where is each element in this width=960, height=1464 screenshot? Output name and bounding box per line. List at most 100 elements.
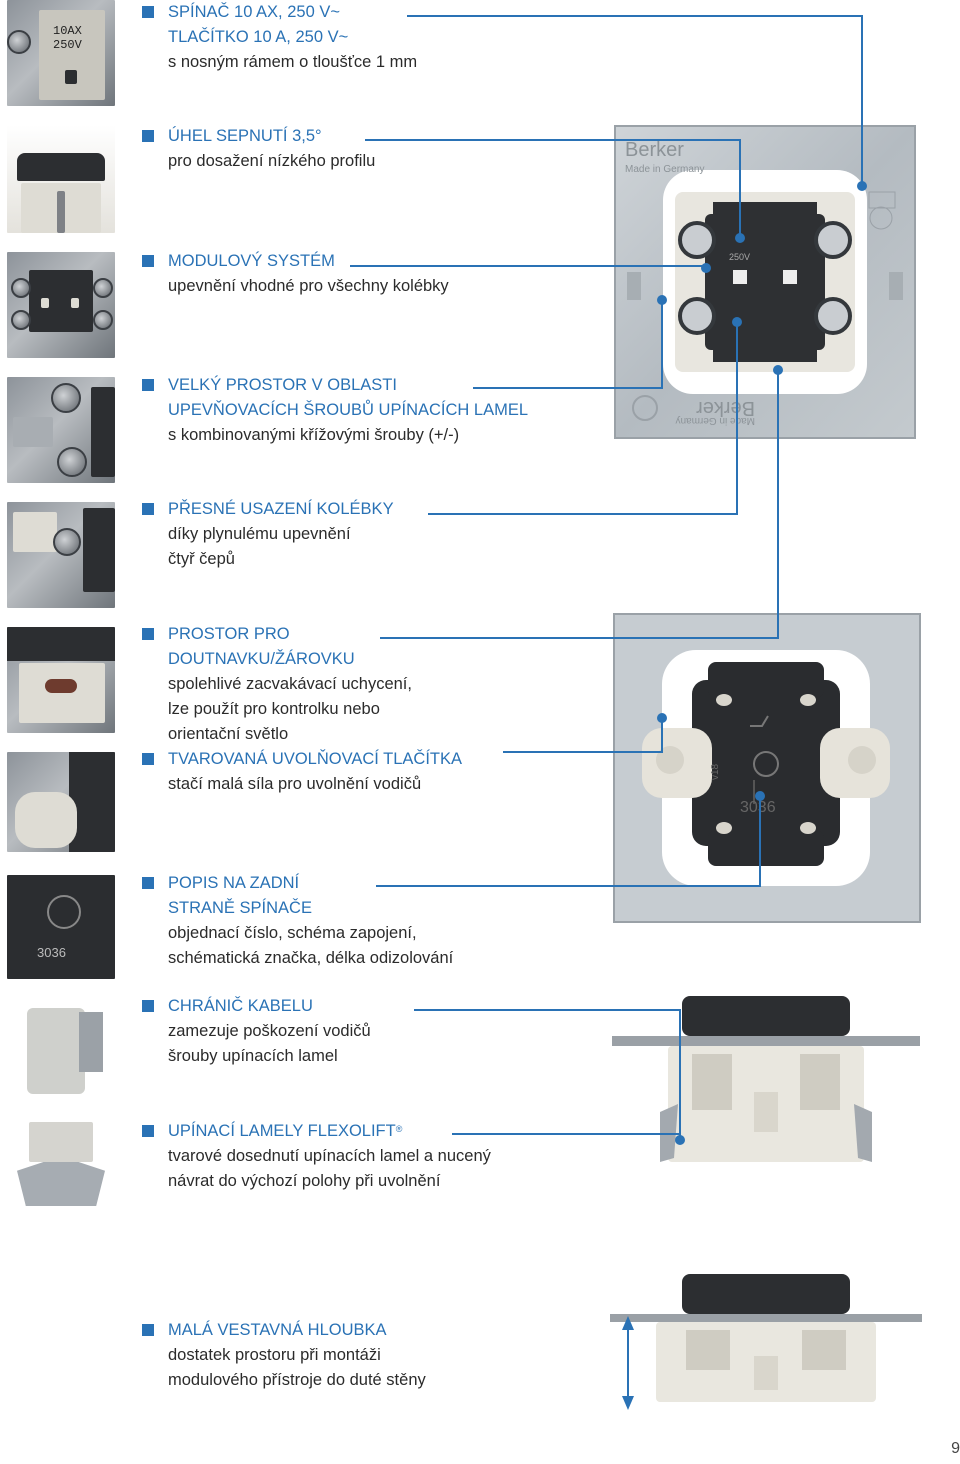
switch-code-text: 3036 (740, 799, 776, 816)
bullet-icon (142, 877, 154, 889)
feature-desc: s kombinovanými křížovými šrouby (+/-) (168, 426, 460, 444)
thumbnail-back-label: 3036 (7, 875, 115, 979)
callout-dot (675, 1135, 685, 1145)
feature-desc: lze použít pro kontrolku nebo (168, 700, 380, 718)
feature-modular-system: MODULOVÝ SYSTÉM upevnění vhodné pro všec… (168, 249, 449, 299)
switch-side-text: v18 (710, 763, 721, 780)
callout-dot (732, 317, 742, 327)
made-in-text-bottom: Made in Germany (676, 415, 755, 426)
callout-line (503, 718, 663, 753)
feature-desc: dostatek prostoru při montáži (168, 1346, 381, 1364)
callout-dot (701, 263, 711, 273)
brand-text-bottom: Berker (696, 397, 755, 419)
feature-title: POPIS NA ZADNÍ (168, 874, 300, 892)
page-number: 9 (951, 1440, 960, 1457)
callout-line (350, 265, 706, 268)
feature-cable-protector: CHRÁNIČ KABELU zamezuje poškození vodičů… (168, 994, 371, 1069)
bullet-icon (142, 503, 154, 515)
feature-title: CHRÁNIČ KABELU (168, 997, 313, 1015)
arrow-down-icon (622, 1396, 634, 1410)
thumbnail-release-buttons (7, 752, 115, 852)
switch-side-photo (612, 996, 920, 1162)
feature-desc: stačí malá síla pro uvolnění vodičů (168, 775, 422, 793)
switch-front-photo: Berker Made in Germany 250V Made in Germ… (614, 125, 916, 439)
thumbnail-modular-system (7, 252, 115, 358)
feature-desc: zamezuje poškození vodičů (168, 1022, 371, 1040)
arrow-up-icon (622, 1316, 634, 1330)
callout-line (365, 139, 741, 238)
rating-text: 250V (729, 252, 750, 262)
feature-title: TLAČÍTKO 10 A, 250 V~ (168, 28, 349, 46)
thumbnail-rocker-seating (7, 502, 115, 608)
feature-desc: s nosným rámem o tloušťce 1 mm (168, 53, 418, 71)
thumb-rating-text: 10AX (53, 24, 82, 38)
callout-dot (755, 791, 765, 801)
feature-desc: návrat do výchozí polohy při uvolnění (168, 1172, 441, 1190)
bullet-icon (142, 1125, 154, 1137)
callout-line (407, 15, 863, 186)
feature-desc: tvarové dosednutí upínacích lamel a nuce… (168, 1147, 491, 1165)
feature-title: MALÁ VESTAVNÁ HLOUBKA (168, 1321, 387, 1339)
bullet-icon (142, 130, 154, 142)
feature-desc: modulového přístroje do duté stěny (168, 1371, 426, 1389)
feature-desc: orientační světlo (168, 725, 289, 743)
bullet-icon (142, 255, 154, 267)
feature-lamp-space: PROSTOR PRO DOUTNAVKU/ŽÁROVKU spolehlivé… (168, 622, 412, 747)
callout-line (428, 322, 738, 515)
feature-desc: díky plynulému upevnění (168, 525, 351, 543)
feature-release-buttons: TVAROVANÁ UVOLŇOVACÍ TLAČÍTKA stačí malá… (168, 747, 462, 797)
feature-title: UPÍNACÍ LAMELY FLEXOLIFT (168, 1122, 396, 1140)
feature-installation-depth: MALÁ VESTAVNÁ HLOUBKA dostatek prostoru … (168, 1318, 426, 1393)
callout-dot (773, 365, 783, 375)
thumbnail-cable-protector (7, 998, 115, 1096)
feature-desc: čtyř čepů (168, 550, 235, 568)
feature-title: VELKÝ PROSTOR V OBLASTI (168, 376, 397, 394)
bullet-icon (142, 379, 154, 391)
feature-title: SPÍNAČ 10 AX, 250 V~ (168, 3, 340, 21)
bullet-icon (142, 6, 154, 18)
feature-title: PŘESNÉ USAZENÍ KOLÉBKY (168, 500, 394, 518)
feature-title: UPEVŇOVACÍCH ŠROUBŮ UPÍNACÍCH LAMEL (168, 401, 529, 419)
thumbnail-rocker-angle (7, 125, 115, 233)
feature-desc: upevnění vhodné pro všechny kolébky (168, 277, 449, 295)
bullet-icon (142, 753, 154, 765)
callout-dot (657, 295, 667, 305)
feature-desc: objednací číslo, schéma zapojení, (168, 924, 417, 942)
callout-line (473, 300, 663, 389)
feature-switch-rating: SPÍNAČ 10 AX, 250 V~ TLAČÍTKO 10 A, 250 … (168, 0, 417, 75)
callout-dot (735, 233, 745, 243)
callout-line (414, 1009, 681, 1140)
thumb-voltage-text: 250V (53, 38, 82, 52)
feature-title: MODULOVÝ SYSTÉM (168, 252, 335, 270)
registered-mark: ® (395, 1124, 403, 1134)
feature-title: PROSTOR PRO (168, 625, 290, 643)
feature-back-label: POPIS NA ZADNÍ STRANĚ SPÍNAČE objednací … (168, 871, 453, 971)
callout-line (376, 796, 761, 887)
feature-title: STRANĚ SPÍNAČE (168, 899, 312, 917)
bullet-icon (142, 628, 154, 640)
callout-line (380, 370, 779, 639)
feature-desc: pro dosažení nízkého profilu (168, 152, 376, 170)
callout-dot (857, 181, 867, 191)
thumbnail-flexolift-clamps (7, 1122, 115, 1218)
thumb-code-text: 3036 (37, 945, 66, 960)
brand-text-top: Berker (625, 139, 684, 161)
switch-back-photo: 3036 v18 (613, 613, 921, 923)
feature-desc: spolehlivé zacvakávací uchycení, (168, 675, 412, 693)
feature-desc: šrouby upínacích lamel (168, 1047, 338, 1065)
feature-screw-space: VELKÝ PROSTOR V OBLASTI UPEVŇOVACÍCH ŠRO… (168, 373, 528, 448)
thumbnail-switch-rating: 10AX 250V (7, 0, 115, 106)
feature-switch-angle: ÚHEL SEPNUTÍ 3,5° pro dosažení nízkého p… (168, 124, 375, 174)
callout-dot (657, 713, 667, 723)
made-in-text-top: Made in Germany (625, 164, 704, 175)
feature-desc: schématická značka, délka odizolování (168, 949, 454, 967)
thumbnail-lamp-space (7, 627, 115, 733)
bullet-icon (142, 1000, 154, 1012)
feature-rocker-seating: PŘESNÉ USAZENÍ KOLÉBKY díky plynulému up… (168, 497, 394, 572)
switch-depth-photo (610, 1274, 922, 1402)
bullet-icon (142, 1324, 154, 1336)
feature-title: TVAROVANÁ UVOLŇOVACÍ TLAČÍTKA (168, 750, 463, 768)
feature-flexolift: UPÍNACÍ LAMELY FLEXOLIFT® tvarové dosedn… (168, 1119, 491, 1194)
feature-title: ÚHEL SEPNUTÍ 3,5° (168, 127, 322, 145)
